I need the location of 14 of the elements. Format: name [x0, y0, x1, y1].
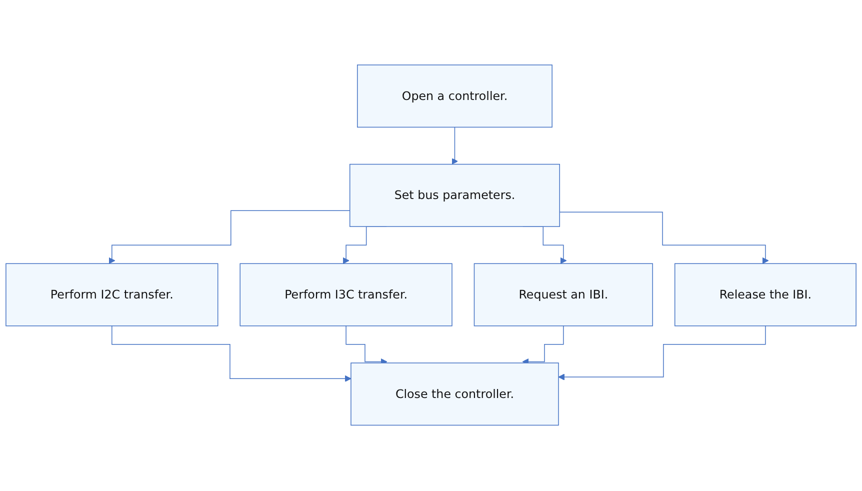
arrow: [108, 210, 350, 264]
node-box: Request an IBI.: [474, 264, 653, 327]
arrow: [112, 326, 352, 382]
node-box: Open a controller.: [357, 64, 552, 128]
node-box: Perform I3C transfer.: [240, 264, 452, 327]
node-box: Perform I2C transfer.: [6, 264, 218, 327]
node-box: Set bus parameters.: [349, 164, 560, 228]
node-box: Close the controller.: [350, 363, 559, 426]
node-box: Release the IBI.: [674, 264, 856, 327]
arrow: [559, 212, 769, 264]
arrow: [522, 326, 564, 366]
arrow: [346, 326, 388, 366]
arrow: [558, 326, 766, 381]
arrow: [451, 127, 458, 165]
